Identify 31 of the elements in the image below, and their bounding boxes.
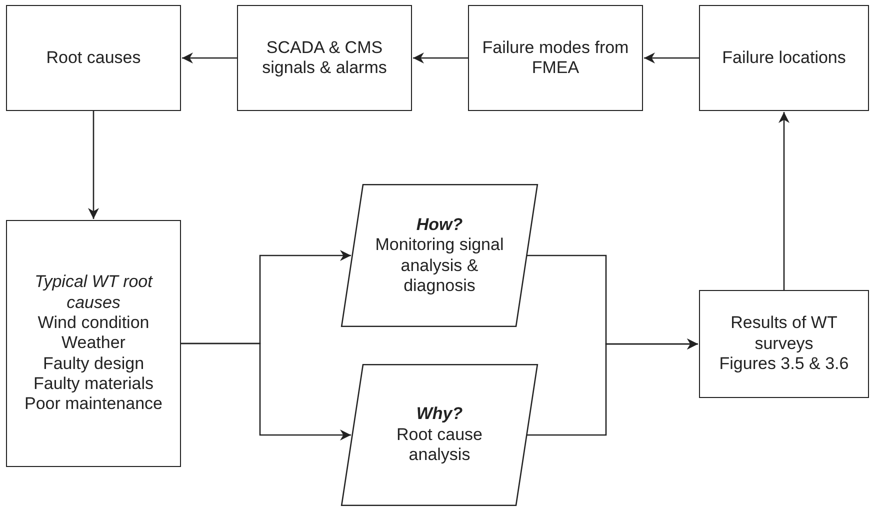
heading-text: How? — [416, 214, 463, 236]
heading-text: Typical WT root causes — [34, 272, 154, 313]
box-text: Failure locations — [722, 48, 846, 68]
box-text: Root causes — [46, 48, 141, 68]
list-item-text: Poor maintenance — [24, 394, 162, 415]
list-item-text: Faulty design — [42, 354, 144, 374]
arrow — [644, 52, 699, 64]
heading-text: Why? — [416, 404, 463, 425]
list-item-text: Faulty materials — [34, 374, 154, 394]
arrow — [778, 112, 790, 290]
process-box — [699, 290, 869, 398]
list-item-text: Wind condition — [38, 312, 150, 334]
parallelogram-node — [341, 184, 538, 327]
arrow — [413, 52, 468, 64]
arrow — [182, 52, 237, 64]
process-box — [6, 5, 181, 111]
process-box — [237, 5, 412, 111]
box-text: Figures 3.5 & 3.6 — [719, 354, 849, 375]
process-box — [468, 5, 643, 111]
process-box — [6, 220, 181, 467]
list-item-text: Weather — [62, 333, 126, 354]
parallelogram-node — [341, 364, 538, 506]
arrow — [88, 111, 99, 219]
box-text: SCADA & CMS signals & alarms — [261, 38, 388, 78]
box-text: Failure modes from FMEA — [481, 38, 630, 78]
arrow — [181, 342, 351, 440]
process-box — [699, 5, 869, 111]
arrow — [527, 338, 698, 436]
box-text: Root cause analysis — [396, 424, 484, 466]
heading-text: Results of WT surveys — [730, 313, 838, 354]
box-text: Monitoring signal analysis & diagnosis — [374, 235, 505, 296]
